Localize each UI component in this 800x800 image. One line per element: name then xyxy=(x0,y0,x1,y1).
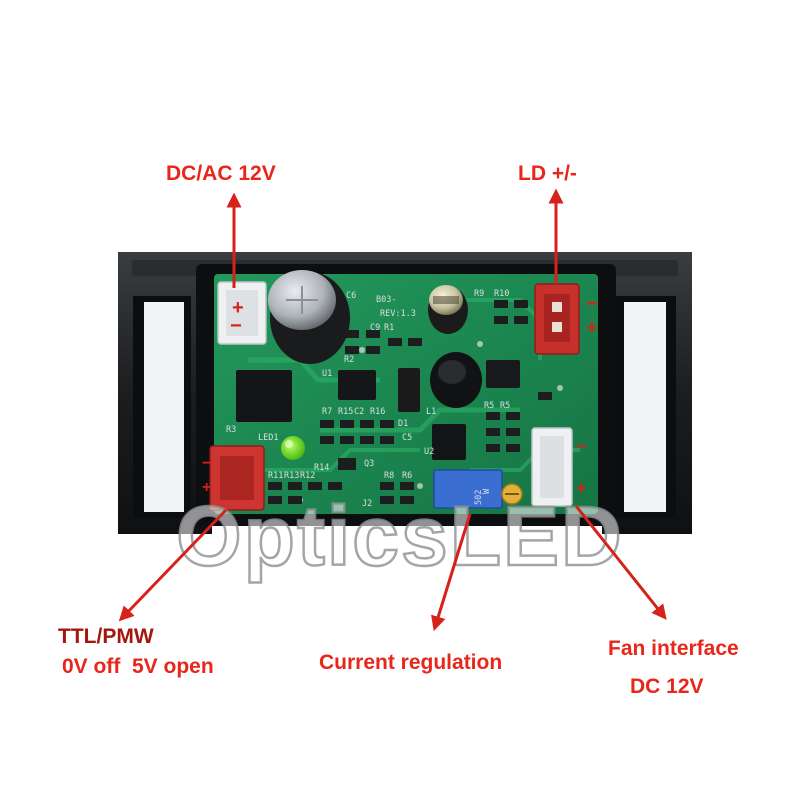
power-minus-mark: − xyxy=(230,315,242,337)
component-ref-label: Q3 xyxy=(364,459,374,469)
small-capacitor xyxy=(428,285,468,334)
current-potentiometer xyxy=(433,469,523,509)
component-ref-label: L1 xyxy=(426,407,436,417)
component-ref-label: R15 xyxy=(338,407,353,417)
transistor xyxy=(486,360,520,388)
component-ref-label: U1 xyxy=(322,369,332,379)
callout-arrows xyxy=(118,188,667,632)
fan-plus-mark: + xyxy=(576,478,587,498)
arrow-fan xyxy=(574,505,667,620)
large-capacitor xyxy=(268,270,350,364)
component-ref-label: R12 xyxy=(300,471,315,481)
label-power-input: DC/AC 12V xyxy=(166,162,276,185)
component-ref-label: U2 xyxy=(424,447,434,457)
component-ref-label: R1 xyxy=(384,323,394,333)
component-ref-label: R13 xyxy=(284,471,299,481)
component-ref-label: J2 xyxy=(362,499,372,509)
smd-resistors xyxy=(268,300,552,504)
component-ref-label: R16 xyxy=(370,407,385,417)
fan-connector xyxy=(531,427,573,507)
arrow-current xyxy=(431,513,472,632)
component-ref-label: R11 xyxy=(268,471,283,481)
label-laser-diode: LD +/- xyxy=(518,162,577,185)
ttl-connector xyxy=(209,445,265,511)
component-ref-label: R8 xyxy=(384,471,394,481)
ld-connector xyxy=(534,283,580,355)
component-ref-label: R14 xyxy=(314,463,329,473)
polarity-marks: + − − + − + − + xyxy=(202,293,598,498)
bridge-rectifier xyxy=(236,370,292,422)
component-ref-label: R9 xyxy=(474,289,484,299)
component-ref-label: LED1 xyxy=(258,433,278,443)
component-ref-label: R6 xyxy=(402,471,412,481)
component-ref-label: D1 xyxy=(398,419,408,429)
component-ref-label: R5 xyxy=(484,401,494,411)
board-revision-label: REV:1.3 xyxy=(380,309,416,319)
ld-plus-mark: + xyxy=(586,317,598,339)
component-ref-label: R2 xyxy=(344,355,354,365)
chip-u1 xyxy=(338,370,376,400)
component-ref-label: R7 xyxy=(322,407,332,417)
chip-u2 xyxy=(432,424,466,460)
diode xyxy=(398,368,420,412)
potentiometer-mark-label: W xyxy=(482,488,492,494)
label-ttl-line1: TTL/PMW xyxy=(58,625,154,648)
component-ref-label: R5 xyxy=(500,401,510,411)
ld-minus-mark: − xyxy=(586,293,598,315)
label-fan-line2: DC 12V xyxy=(630,675,704,698)
indicator-led xyxy=(281,436,305,460)
potentiometer-value-label: 502 xyxy=(474,490,484,505)
label-ttl-line2: 0V off 5V open xyxy=(62,655,214,678)
component-ref-label: C6 xyxy=(346,291,356,301)
power-plus-mark: + xyxy=(232,297,244,319)
component-ref-label: R3 xyxy=(226,425,236,435)
component-ref-label: C2 xyxy=(354,407,364,417)
fan-minus-mark: − xyxy=(576,436,587,456)
board-model-label: B03- xyxy=(376,295,396,305)
component-ref-label: R10 xyxy=(494,289,509,299)
ttl-minus-mark: − xyxy=(202,455,211,472)
component-ref-label: C5 xyxy=(402,433,412,443)
label-current-regulation: Current regulation xyxy=(319,651,503,674)
inductor xyxy=(430,352,482,408)
component-ref-label: C9 xyxy=(370,323,380,333)
arrow-ttl xyxy=(118,508,228,622)
ttl-plus-mark: + xyxy=(202,479,211,496)
label-fan-line1: Fan interface xyxy=(608,637,739,660)
silkscreen-text: B03- REV:1.3 502 W xyxy=(376,295,492,505)
watermark-text: OpticsLED xyxy=(176,489,623,583)
power-connector xyxy=(217,281,267,345)
